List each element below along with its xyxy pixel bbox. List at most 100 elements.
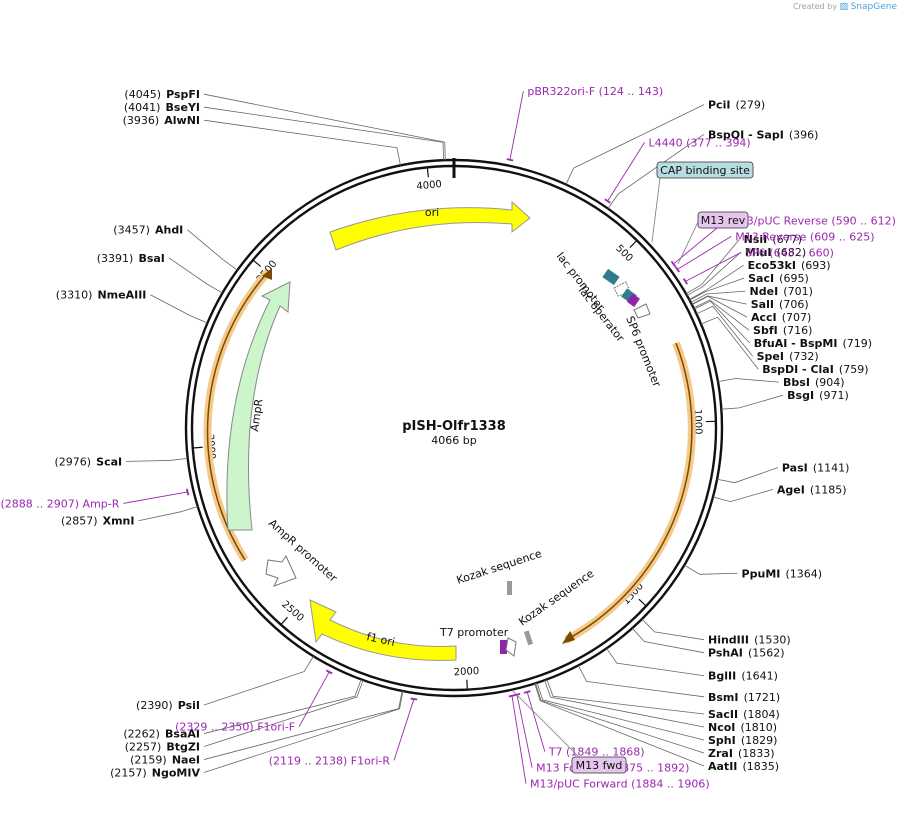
restriction-site[interactable]: SphI (1829) xyxy=(536,682,777,748)
restriction-site[interactable]: (2390) PsiI xyxy=(136,656,314,713)
t7-promoter-feature[interactable] xyxy=(505,637,517,657)
primer-leader xyxy=(516,694,533,768)
site-label: HindIII (1530) xyxy=(708,629,791,648)
primer-leader xyxy=(511,695,527,784)
restriction-site[interactable]: BsmI (1721) xyxy=(577,665,780,704)
restriction-site[interactable]: AccI (707) xyxy=(691,295,811,325)
restriction-site[interactable]: (2257) BtgZI xyxy=(125,679,364,755)
sp6-promoter-feature[interactable] xyxy=(633,303,651,319)
ori-label: ori xyxy=(425,206,439,219)
restriction-site[interactable]: PpuMI (1364) xyxy=(684,562,822,581)
primer-label: L4440 (377 .. 394) xyxy=(649,136,751,149)
primer-site[interactable]: (2329 .. 2350) F1ori-F xyxy=(175,669,333,734)
site-leader xyxy=(187,229,238,271)
restriction-site[interactable]: NcoI (1810) xyxy=(544,680,778,735)
m13-rev-box[interactable]: M13 rev xyxy=(697,211,749,229)
restriction-site[interactable]: (2857) XmnI xyxy=(61,506,198,529)
site-leader xyxy=(716,467,779,484)
primer-leader xyxy=(677,236,732,270)
m13-fwd-box[interactable]: M13 fwd xyxy=(571,756,627,774)
site-leader xyxy=(691,295,748,318)
site-leader xyxy=(565,104,705,185)
site-leader xyxy=(693,299,750,331)
site-leader xyxy=(721,394,784,410)
site-label: AgeI (1185) xyxy=(777,478,847,497)
primer-leader xyxy=(123,491,188,504)
restriction-site[interactable]: (3936) AlwNI xyxy=(123,109,401,166)
restriction-site[interactable]: SbfI (716) xyxy=(693,299,813,338)
primer-site[interactable]: (2119 .. 2138) F1ori-R xyxy=(269,697,418,768)
restriction-site[interactable]: PshAI (1562) xyxy=(631,627,785,661)
primer-site[interactable]: pBR322ori-F (124 .. 143) xyxy=(506,85,664,162)
site-label: NcoI (1810) xyxy=(708,716,777,735)
restriction-site[interactable]: BsgI (971) xyxy=(721,384,849,410)
restriction-site[interactable]: (4045) PspFI xyxy=(124,83,446,161)
cap-binding-site-box[interactable]: CAP binding site xyxy=(656,161,754,179)
restriction-site[interactable]: (3457) AhdI xyxy=(113,219,238,271)
ori-feature[interactable] xyxy=(329,200,531,251)
restriction-site[interactable]: NdeI (701) xyxy=(690,280,813,303)
site-label: (2257) BtgZI xyxy=(125,736,200,755)
restriction-site[interactable]: SpeI (732) xyxy=(696,305,819,364)
site-leader xyxy=(126,457,188,462)
primer-site[interactable]: SP6 (643 .. 660) xyxy=(682,246,834,285)
site-leader xyxy=(606,648,705,677)
f1-ori-feature[interactable] xyxy=(309,599,457,661)
kozak-label-1: Kozak sequence xyxy=(455,547,544,587)
tick-mark xyxy=(280,616,288,626)
restriction-site[interactable]: Eco53kI (693) xyxy=(689,254,831,300)
restriction-site[interactable]: SacII (1804) xyxy=(546,679,780,722)
restriction-site[interactable]: BglII (1641) xyxy=(606,648,778,683)
site-leader xyxy=(203,679,362,734)
restriction-site[interactable]: AatII (1835) xyxy=(534,683,779,774)
restriction-site[interactable]: BspQI - SapI (396) xyxy=(607,123,819,209)
restriction-site[interactable]: (2976) ScaI xyxy=(54,450,188,469)
kozak-marker-1[interactable] xyxy=(507,581,512,595)
m13-rev-marker[interactable] xyxy=(626,293,640,307)
site-leader xyxy=(684,564,738,575)
restriction-site[interactable]: PciI (279) xyxy=(565,94,765,185)
tick-mark xyxy=(192,446,203,449)
primer-site[interactable]: M13 Reverse (609 .. 625) xyxy=(674,230,875,273)
kozak-marker-2[interactable] xyxy=(523,630,534,646)
restriction-site[interactable]: HindIII (1530) xyxy=(641,618,791,648)
primer-label: (2119 .. 2138) F1ori-R xyxy=(269,754,391,767)
ampr-promoter-feature[interactable] xyxy=(265,554,297,587)
restriction-site[interactable]: AgeI (1185) xyxy=(712,478,847,503)
orf-arc-right xyxy=(565,342,693,641)
primer-label: T7 (1849 .. 1868) xyxy=(548,746,645,759)
site-label: SpeI (732) xyxy=(757,345,819,364)
restriction-site[interactable]: NsiI (677) xyxy=(685,228,802,295)
t7-marker[interactable] xyxy=(500,640,507,654)
restriction-site[interactable]: SalI (706) xyxy=(691,293,809,312)
restriction-site[interactable]: (3310) NmeAIII xyxy=(56,284,208,324)
restriction-site[interactable]: ZraI (1833) xyxy=(535,683,775,761)
restriction-site[interactable]: (2157) NgoMIV xyxy=(110,691,404,780)
restriction-site[interactable]: BbsI (904) xyxy=(717,371,845,390)
cap-binding-marker[interactable] xyxy=(602,268,620,286)
site-label: BbsI (904) xyxy=(783,371,845,390)
restriction-site[interactable]: (3391) BsaI xyxy=(97,247,223,294)
site-leader xyxy=(203,656,314,706)
restriction-site[interactable]: MluI (682) xyxy=(686,241,806,296)
orf-arc-right-glow xyxy=(564,341,696,644)
ampr-feature[interactable] xyxy=(226,281,291,531)
primer-site[interactable]: M13/pUC Forward (1884 .. 1906) xyxy=(508,694,710,791)
restriction-site[interactable]: SacI (695) xyxy=(689,267,809,301)
site-label: SbfI (716) xyxy=(753,319,812,338)
restriction-site[interactable]: (4041) BseYI xyxy=(124,96,445,161)
site-leader xyxy=(535,683,705,754)
restriction-site[interactable]: BfuAI - BspMI (719) xyxy=(693,300,872,351)
primer-site[interactable]: (2888 .. 2907) Amp-R xyxy=(1,488,190,511)
tick-mark xyxy=(466,679,468,690)
m13-rev-leader xyxy=(677,221,699,265)
restriction-site[interactable]: BspDI - ClaI (759) xyxy=(700,316,869,377)
primer-site[interactable]: L4440 (377 .. 394) xyxy=(604,136,751,204)
restriction-site[interactable]: (2159) NaeI xyxy=(130,690,403,768)
restriction-site[interactable]: (2262) BsaAI xyxy=(123,679,362,741)
site-label: (3391) BsaI xyxy=(97,247,165,266)
tick-mark xyxy=(629,239,638,248)
primer-site[interactable]: T7 (1849 .. 1868) xyxy=(523,690,645,759)
restriction-site[interactable]: PasI (1141) xyxy=(716,457,849,484)
